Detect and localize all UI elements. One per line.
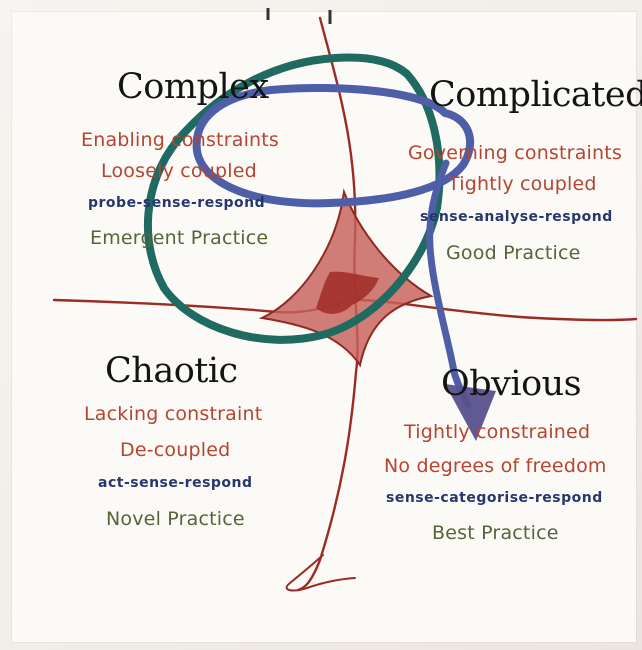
obvious-title: Obvious: [441, 367, 581, 402]
complicated-title: Complicated: [429, 78, 642, 113]
complicated-line2: Tightly coupled: [448, 175, 597, 194]
complicated-method: sense-analyse-respond: [420, 210, 613, 224]
obvious-practice: Best Practice: [432, 524, 559, 543]
complex-line2: Loosely coupled: [101, 162, 257, 181]
complex-line1: Enabling constraints: [81, 131, 279, 150]
chaotic-practice: Novel Practice: [106, 510, 245, 529]
complex-method: probe-sense-respond: [88, 196, 265, 210]
chaotic-method: act-sense-respond: [98, 476, 253, 490]
obvious-method: sense-categorise-respond: [386, 491, 603, 505]
complex-practice: Emergent Practice: [90, 229, 268, 248]
chaotic-line1: Lacking constraint: [84, 405, 262, 424]
chaotic-title: Chaotic: [105, 354, 238, 389]
chaotic-line2: De-coupled: [120, 441, 230, 460]
obvious-line1: Tightly constrained: [404, 423, 590, 442]
complicated-line1: Governing constraints: [408, 144, 622, 163]
obvious-line2: No degrees of freedom: [384, 457, 607, 476]
complicated-practice: Good Practice: [446, 244, 581, 263]
complex-title: Complex: [117, 70, 269, 105]
